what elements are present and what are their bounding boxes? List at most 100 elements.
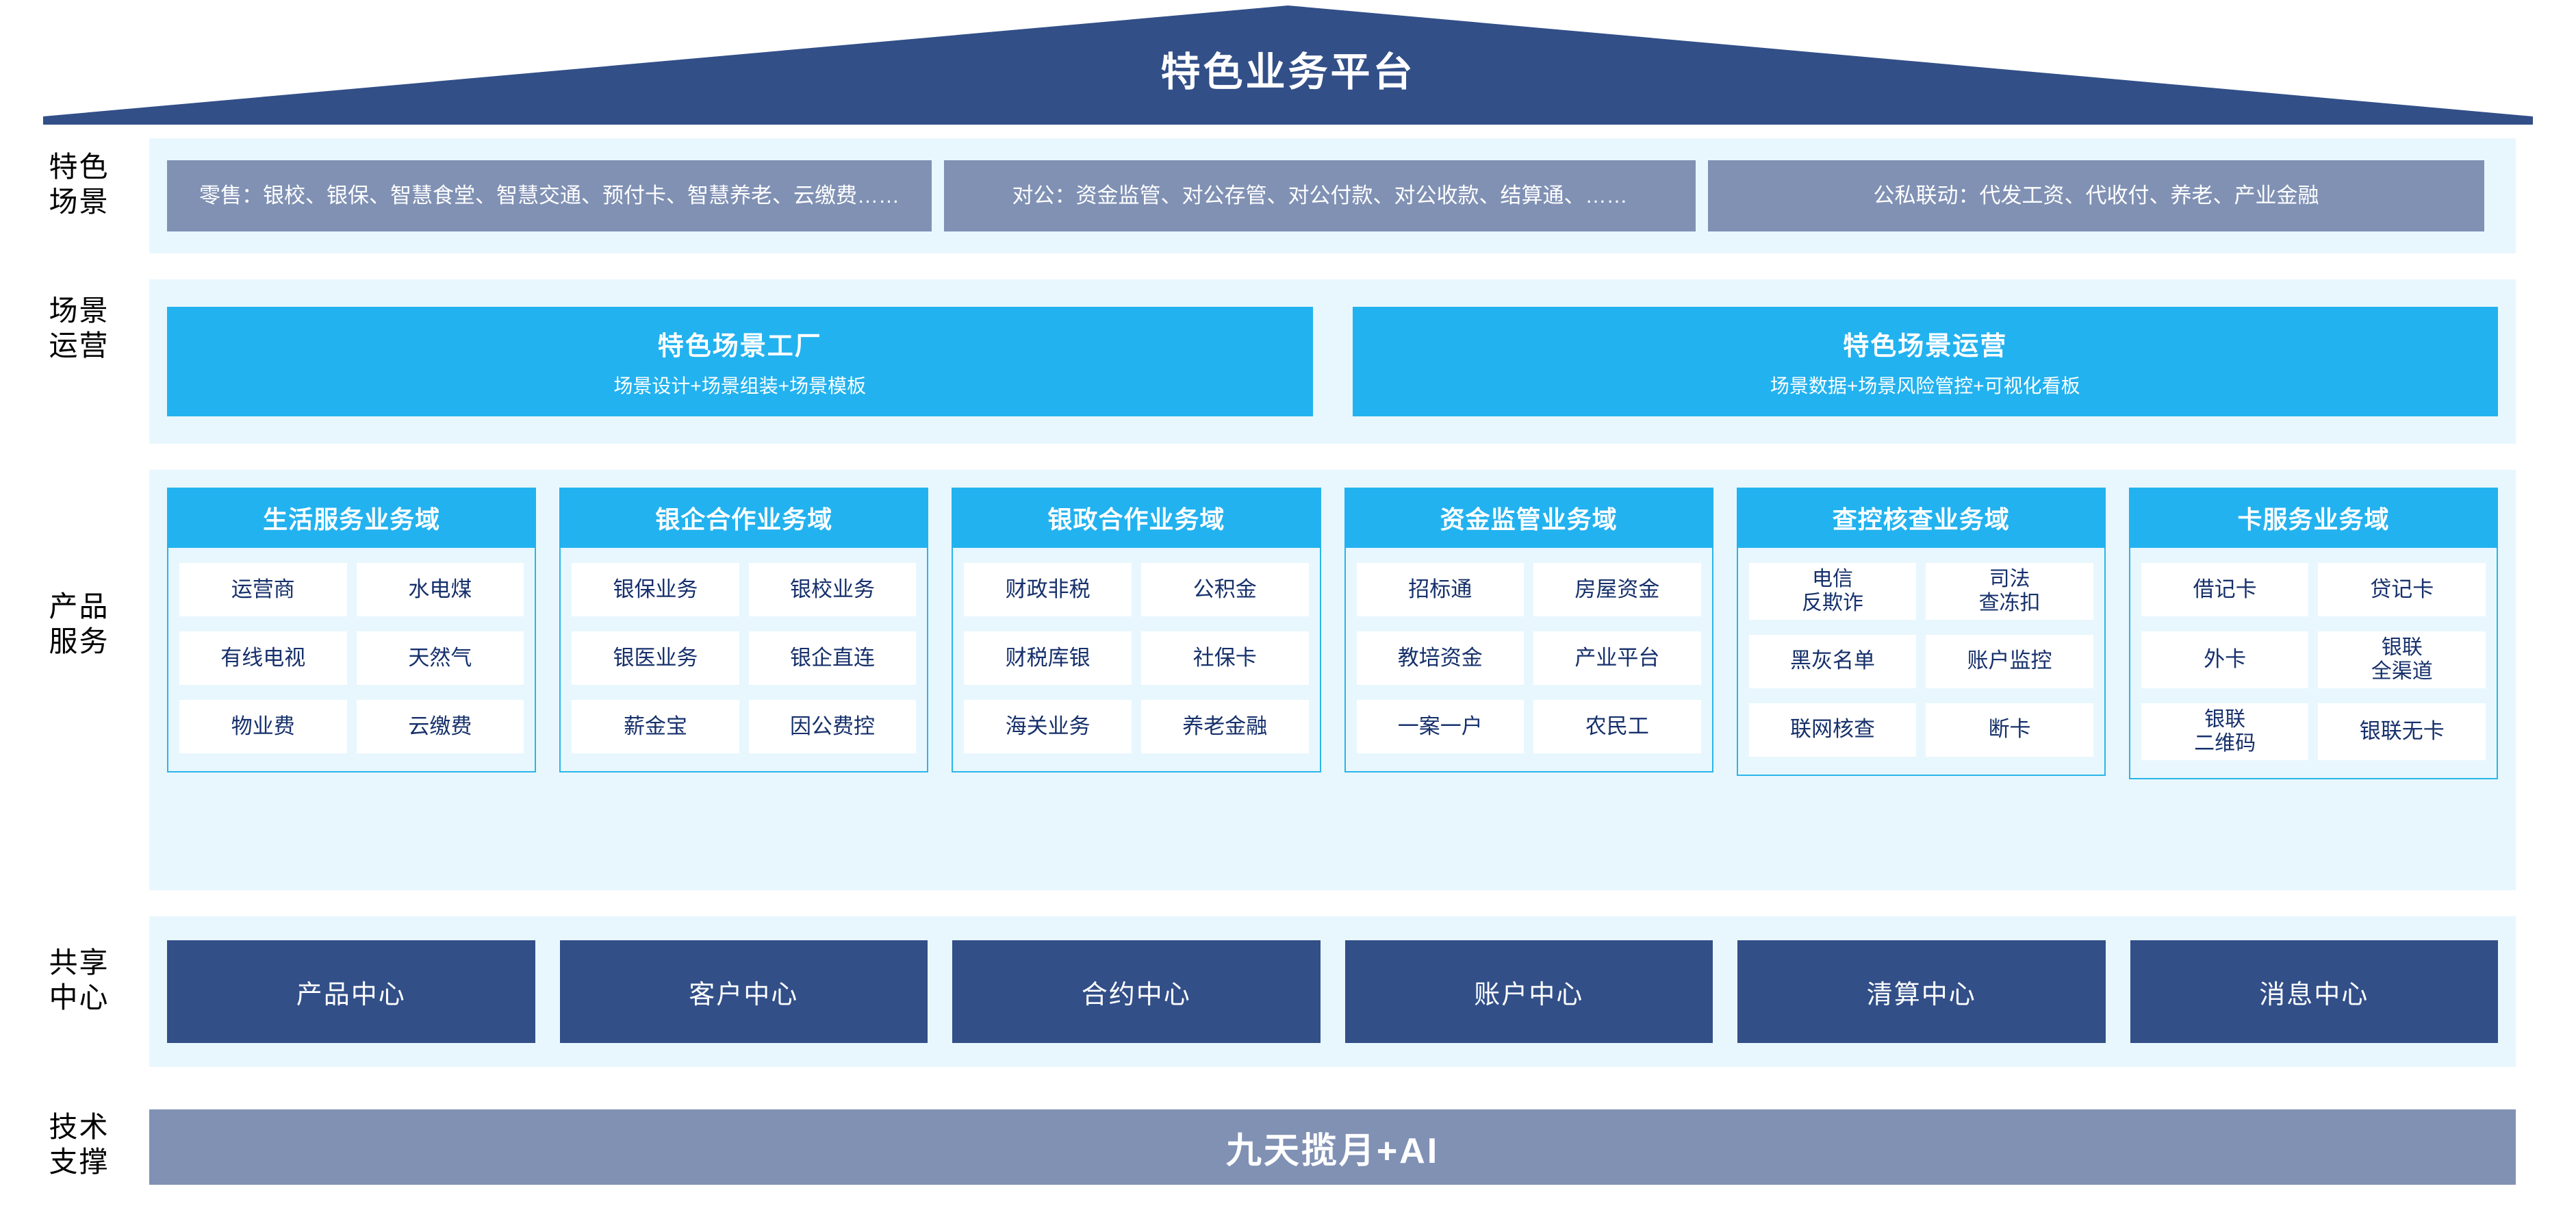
product-item-chip[interactable]: 公积金	[1140, 563, 1309, 616]
product-item-chip[interactable]: 房屋资金	[1533, 563, 1701, 616]
product-domain-grid: 借记卡贷记卡外卡银联全渠道银联二维码银联无卡	[2130, 548, 2497, 778]
product-item-chip[interactable]: 产业平台	[1533, 631, 1701, 685]
product-domain-list: 生活服务业务域运营商水电煤有线电视天然气物业费云缴费银企合作业务域银保业务银校业…	[149, 470, 2516, 890]
product-item-chip[interactable]: 司法查冻扣	[1926, 563, 2093, 620]
scene-box-corporate[interactable]: 对公：资金监管、对公存管、对公付款、对公收款、结算通、……	[944, 160, 1696, 231]
product-domain-column: 卡服务业务域借记卡贷记卡外卡银联全渠道银联二维码银联无卡	[2128, 488, 2499, 779]
shared-center-box[interactable]: 合约中心	[952, 940, 1321, 1043]
row-label-scene-line2: 场景	[49, 186, 110, 218]
product-item-chip[interactable]: 教培资金	[1356, 631, 1525, 685]
product-item-chip[interactable]: 断卡	[1926, 703, 2093, 757]
product-item-chip[interactable]: 海关业务	[964, 700, 1132, 753]
product-item-chip[interactable]: 银保业务	[572, 563, 739, 616]
shared-center-band: 产品中心 客户中心 合约中心 账户中心 清算中心 消息中心	[149, 916, 2516, 1067]
operation-box-scene-factory-subtitle: 场景设计+场景组装+场景模板	[613, 375, 867, 397]
product-item-chip[interactable]: 运营商	[179, 563, 347, 616]
product-item-chip[interactable]: 天然气	[356, 631, 524, 685]
product-item-chip[interactable]: 薪金宝	[572, 700, 739, 753]
product-domain-title: 银企合作业务域	[559, 488, 929, 548]
product-domain-column: 银企合作业务域银保业务银校业务银医业务银企直连薪金宝因公费控	[559, 488, 929, 772]
product-domain-title: 查控核查业务域	[1736, 488, 2106, 548]
product-domain-column: 资金监管业务域招标通房屋资金教培资金产业平台一案一户农民工	[1344, 488, 1713, 772]
shared-center-label: 合约中心	[1081, 980, 1191, 1009]
product-domain-title: 资金监管业务域	[1344, 488, 1713, 548]
product-item-chip[interactable]: 贷记卡	[2318, 563, 2486, 616]
shared-center-box[interactable]: 清算中心	[1737, 940, 2106, 1043]
product-item-chip[interactable]: 银联无卡	[2318, 703, 2486, 760]
product-item-chip[interactable]: 黑灰名单	[1748, 634, 1917, 688]
product-item-chip[interactable]: 财税库银	[964, 631, 1132, 685]
product-item-chip[interactable]: 银联全渠道	[2318, 631, 2486, 688]
row-label-scene: 特色 场景	[12, 149, 146, 219]
shared-center-box[interactable]: 产品中心	[167, 940, 535, 1043]
row-label-tech-line1: 技术	[49, 1111, 110, 1143]
product-item-chip[interactable]: 账户监控	[1926, 634, 2093, 688]
product-item-chip[interactable]: 借记卡	[2141, 563, 2309, 616]
product-item-chip[interactable]: 云缴费	[356, 700, 524, 753]
product-domain-column: 银政合作业务域财政非税公积金财税库银社保卡海关业务养老金融	[952, 488, 1321, 772]
product-item-chip[interactable]: 有线电视	[179, 631, 347, 685]
product-domain-grid: 银保业务银校业务银医业务银企直连薪金宝因公费控	[561, 548, 927, 771]
scene-band: 零售：银校、银保、智慧食堂、智慧交通、预付卡、智慧养老、云缴费…… 对公：资金监…	[149, 138, 2516, 253]
product-item-chip[interactable]: 一案一户	[1356, 700, 1525, 753]
shared-center-box[interactable]: 客户中心	[559, 940, 928, 1043]
operation-box-scene-factory-title: 特色场景工厂	[657, 332, 822, 361]
product-item-chip[interactable]: 养老金融	[1140, 700, 1309, 753]
row-label-operation-line1: 场景	[49, 294, 110, 327]
row-label-scene-line1: 特色	[49, 151, 110, 183]
product-item-chip[interactable]: 因公费控	[748, 700, 917, 753]
product-domain-grid: 电信反欺诈司法查冻扣黑灰名单账户监控联网核查断卡	[1738, 548, 2104, 775]
scene-box-corporate-label: 对公：资金监管、对公存管、对公付款、对公收款、结算通、……	[1012, 183, 1628, 208]
product-item-chip[interactable]: 招标通	[1356, 563, 1525, 616]
row-label-shared: 共享 中心	[12, 945, 146, 1015]
scene-box-public-private-label: 公私联动：代发工资、代收付、养老、产业金融	[1873, 183, 2319, 208]
product-domain-title: 银政合作业务域	[952, 488, 1321, 548]
operation-band: 特色场景工厂 场景设计+场景组装+场景模板 特色场景运营 场景数据+场景风险管控…	[149, 279, 2516, 444]
scene-box-public-private[interactable]: 公私联动：代发工资、代收付、养老、产业金融	[1708, 160, 2484, 231]
operation-box-scene-operations-subtitle: 场景数据+场景风险管控+可视化看板	[1770, 375, 2080, 397]
product-domain-title: 生活服务业务域	[167, 488, 537, 548]
product-item-chip[interactable]: 外卡	[2141, 631, 2309, 688]
row-label-tech-line2: 支撑	[49, 1146, 110, 1179]
roof-triangle-shape	[43, 5, 2533, 125]
row-label-tech: 技术 支撑	[12, 1109, 146, 1179]
shared-center-label: 消息中心	[2259, 980, 2369, 1009]
row-label-product-line2: 服务	[49, 625, 110, 658]
product-service-band: 生活服务业务域运营商水电煤有线电视天然气物业费云缴费银企合作业务域银保业务银校业…	[149, 470, 2516, 890]
scene-box-retail[interactable]: 零售：银校、银保、智慧食堂、智慧交通、预付卡、智慧养老、云缴费……	[167, 160, 932, 231]
product-item-chip[interactable]: 农民工	[1533, 700, 1701, 753]
product-item-chip[interactable]: 水电煤	[356, 563, 524, 616]
shared-center-box[interactable]: 账户中心	[1344, 940, 1713, 1043]
product-item-chip[interactable]: 银校业务	[748, 563, 917, 616]
product-domain-grid: 运营商水电煤有线电视天然气物业费云缴费	[168, 548, 535, 771]
tech-support-label: 九天揽月+AI	[1225, 1131, 1440, 1171]
row-label-shared-line2: 中心	[49, 981, 110, 1014]
row-label-shared-line1: 共享	[49, 946, 110, 979]
product-item-chip[interactable]: 联网核查	[1748, 703, 1917, 757]
shared-center-list: 产品中心 客户中心 合约中心 账户中心 清算中心 消息中心	[149, 916, 2516, 1067]
product-item-chip[interactable]: 电信反欺诈	[1748, 563, 1917, 620]
shared-center-label: 账户中心	[1474, 980, 1584, 1009]
product-domain-column: 查控核查业务域电信反欺诈司法查冻扣黑灰名单账户监控联网核查断卡	[1736, 488, 2106, 776]
product-item-chip[interactable]: 银联二维码	[2141, 703, 2309, 760]
operation-box-scene-operations-title: 特色场景运营	[1843, 332, 2008, 361]
row-label-operation-line2: 运营	[49, 329, 110, 362]
product-item-chip[interactable]: 财政非税	[964, 563, 1132, 616]
product-item-chip[interactable]: 银医业务	[572, 631, 739, 685]
product-domain-title: 卡服务业务域	[2128, 488, 2499, 548]
product-item-chip[interactable]: 社保卡	[1140, 631, 1309, 685]
shared-center-box[interactable]: 消息中心	[2130, 940, 2498, 1043]
operation-box-scene-factory[interactable]: 特色场景工厂 场景设计+场景组装+场景模板	[167, 307, 1313, 416]
shared-center-label: 产品中心	[296, 980, 406, 1009]
operation-box-scene-operations[interactable]: 特色场景运营 场景数据+场景风险管控+可视化看板	[1352, 307, 2498, 416]
product-domain-column: 生活服务业务域运营商水电煤有线电视天然气物业费云缴费	[167, 488, 537, 772]
page-title: 特色业务平台	[1160, 50, 1416, 95]
tech-support-bar[interactable]: 九天揽月+AI	[149, 1109, 2516, 1185]
row-label-product: 产品 服务	[12, 589, 146, 659]
scene-box-retail-label: 零售：银校、银保、智慧食堂、智慧交通、预付卡、智慧养老、云缴费……	[199, 183, 900, 208]
product-item-chip[interactable]: 物业费	[179, 700, 347, 753]
product-item-chip[interactable]: 银企直连	[748, 631, 917, 685]
product-domain-grid: 财政非税公积金财税库银社保卡海关业务养老金融	[953, 548, 1319, 771]
shared-center-label: 清算中心	[1866, 980, 1976, 1009]
